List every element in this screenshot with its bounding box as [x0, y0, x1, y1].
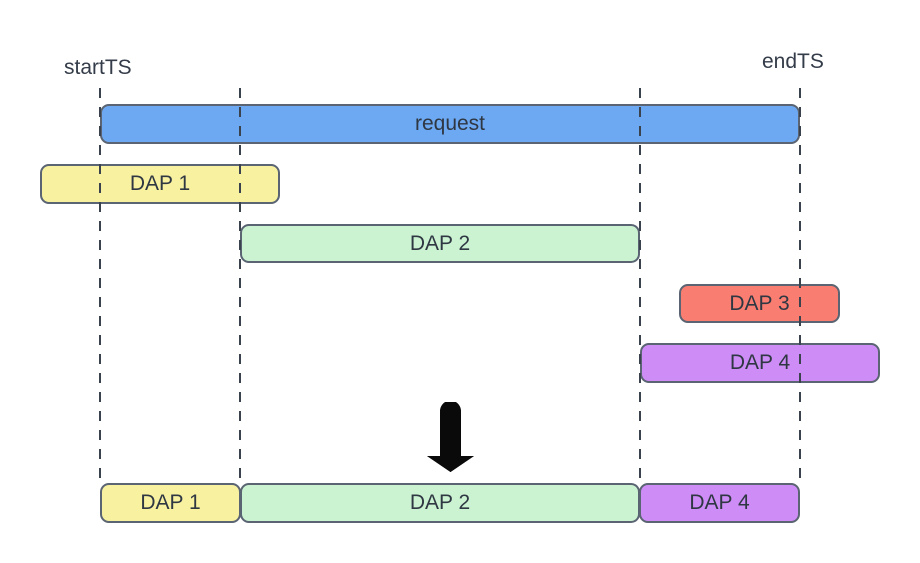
request-interval-bar: request [100, 104, 800, 144]
dap3-interval-bar: DAP 3 [679, 284, 840, 323]
dap1-bar-label: DAP 1 [129, 172, 191, 195]
gridline-dap2-start [239, 88, 241, 483]
result-dap4-bar: DAP 4 [639, 483, 800, 523]
gridline-dap2-end [639, 88, 641, 483]
start-timestamp-label: startTS [64, 56, 132, 79]
dap2-interval-bar: DAP 2 [240, 224, 640, 263]
down-arrow-icon [427, 402, 474, 472]
dap1-interval-bar: DAP 1 [40, 164, 280, 204]
dap4-interval-bar: DAP 4 [640, 343, 880, 383]
dap4-bar-label: DAP 4 [729, 351, 791, 374]
result-dap1-label: DAP 1 [140, 491, 201, 514]
dap3-bar-label: DAP 3 [729, 291, 790, 315]
result-dap2-label: DAP 2 [409, 491, 471, 514]
gridline-end-ts [799, 88, 801, 483]
gridline-start-ts [99, 88, 101, 483]
request-bar-label: request [414, 112, 486, 135]
end-timestamp-label: endTS [762, 50, 824, 73]
result-dap4-label: DAP 4 [689, 491, 750, 514]
dap2-bar-label: DAP 2 [409, 231, 471, 255]
result-dap2-bar: DAP 2 [240, 483, 640, 523]
result-dap1-bar: DAP 1 [100, 483, 241, 523]
